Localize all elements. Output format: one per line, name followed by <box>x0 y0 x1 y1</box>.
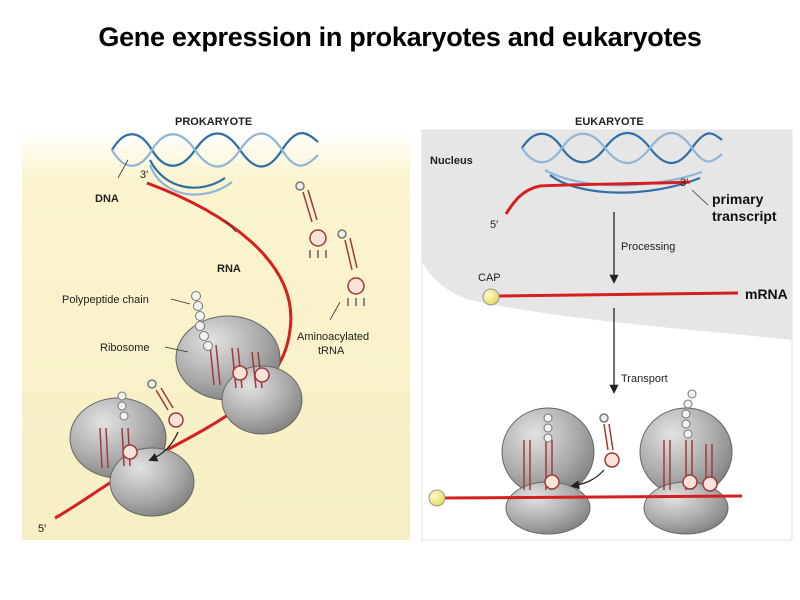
prokaryote-ribosome-lower <box>69 391 195 517</box>
page-title: Gene expression in prokaryotes and eukar… <box>98 22 702 52</box>
prokaryote-entry-arrow <box>148 431 179 462</box>
eukaryote-entry-arrow <box>570 469 605 490</box>
prokaryote-panel: PROKARYOTE DNA 3′ RNA 5′ Ami <box>22 116 410 540</box>
prokaryote-trna-label-1: Aminoacylated <box>297 331 369 343</box>
prokaryote-incoming-trna <box>147 379 184 428</box>
eukaryote-incoming-trna <box>599 413 620 468</box>
prokaryote-free-trna-1 <box>295 181 327 258</box>
prokaryote-header: PROKARYOTE <box>175 116 252 128</box>
prokaryote-five-prime: 5′ <box>38 523 46 535</box>
prokaryote-free-trna-2 <box>337 229 365 306</box>
nucleus-label: Nucleus <box>430 155 473 167</box>
eukaryote-header: EUKARYOTE <box>575 116 644 128</box>
cap-icon <box>482 288 500 306</box>
transport-label: Transport <box>621 373 668 385</box>
eukaryote-ribosome-right <box>639 389 733 535</box>
eukaryote-three-prime: 3′ <box>680 177 688 189</box>
eukaryote-ribosome-left <box>501 407 595 535</box>
primary-label-1: primary <box>712 191 764 207</box>
prokaryote-dna-label: DNA <box>95 193 119 205</box>
primary-transcript-strand <box>504 180 691 215</box>
prokaryote-polypeptide-chain <box>191 291 213 351</box>
nucleus-region <box>422 130 792 340</box>
primary-label-2: transcript <box>712 208 777 224</box>
cytoplasm-mrna-strand <box>443 494 743 500</box>
prokaryote-rna-label: RNA <box>217 263 241 275</box>
prokaryote-dna-helix <box>111 132 319 196</box>
eukaryote-panel: EUKARYOTE Nucleus 3′ 5′ primary transcri… <box>421 116 793 541</box>
cytoplasm-cap-icon <box>428 489 446 507</box>
cap-label: CAP <box>478 272 501 284</box>
mrna-label: mRNA <box>745 286 788 302</box>
mrna-strand <box>497 291 739 298</box>
prokaryote-ribosome-label: Ribosome <box>100 342 150 354</box>
prokaryote-polypeptide-label: Polypeptide chain <box>62 294 149 306</box>
prokaryote-trna-label-2: tRNA <box>318 345 345 357</box>
prokaryote-three-prime: 3′ <box>140 169 148 181</box>
eukaryote-five-prime: 5′ <box>490 219 498 231</box>
processing-label: Processing <box>621 241 675 253</box>
